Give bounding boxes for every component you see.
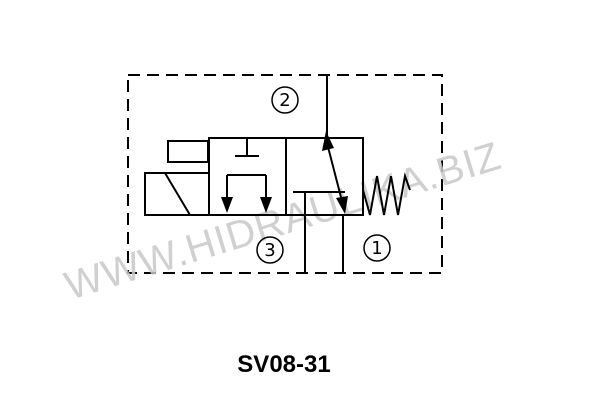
- port-1-label: 1: [371, 238, 382, 259]
- flow-arrow-right-down: [260, 197, 272, 213]
- flow-arrow-diagonal-up: [322, 131, 334, 151]
- return-spring: [362, 172, 411, 216]
- valve-envelope-right: [285, 137, 364, 216]
- port-2-marker: 2: [271, 86, 299, 114]
- port-lines: [304, 75, 344, 273]
- solenoid-actuator: [144, 172, 210, 216]
- port-2-label: 2: [279, 90, 290, 111]
- flow-arrow-left-down: [221, 197, 233, 213]
- port-3-marker: 3: [256, 236, 284, 264]
- valve-envelope-dashed: [127, 74, 443, 274]
- port-3-label: 3: [264, 240, 275, 261]
- watermark-text: WWW.HIDRAULIKA.BIZ: [60, 134, 507, 309]
- port-1-marker: 1: [363, 234, 391, 262]
- model-label: SV08-31: [237, 351, 330, 378]
- manual-override: [167, 140, 209, 163]
- flow-arrow-diagonal-down: [336, 196, 348, 214]
